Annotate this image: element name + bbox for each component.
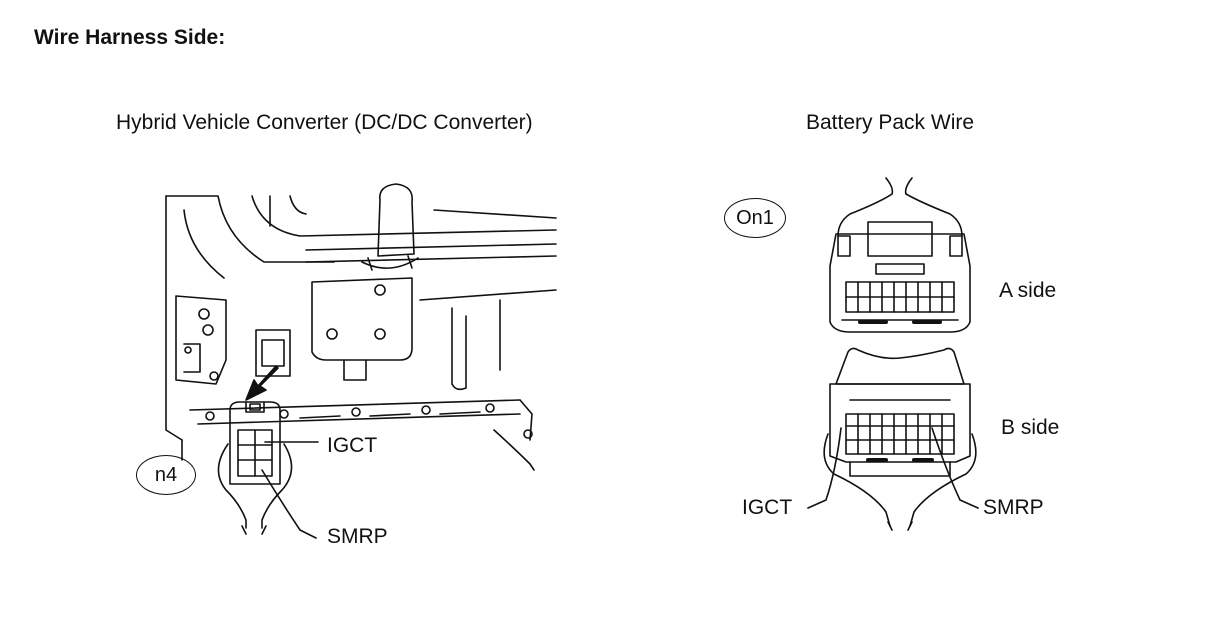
connector-code-n4-label: n4 — [154, 463, 178, 486]
b-side-connector-drawing — [823, 347, 977, 531]
smrp-terminal-label-left: SMRP — [327, 525, 388, 548]
n4-connector-drawing — [217, 401, 293, 535]
connector-code-on1: On1 — [724, 198, 786, 238]
a-side-connector-drawing — [829, 177, 971, 333]
b-side-label: B side — [1001, 416, 1060, 439]
converter-title: Hybrid Vehicle Converter (DC/DC Converte… — [116, 111, 533, 134]
connector-code-n4: n4 — [136, 455, 196, 495]
battery-pack-title: Battery Pack Wire — [806, 111, 975, 134]
page-heading: Wire Harness Side: — [34, 26, 226, 49]
a-side-label: A side — [999, 279, 1057, 302]
igct-terminal-label-right: IGCT — [742, 496, 793, 519]
igct-terminal-label-left: IGCT — [327, 434, 378, 457]
connector-code-on1-label: On1 — [736, 206, 774, 229]
smrp-terminal-label-right: SMRP — [983, 496, 1044, 519]
insertion-arrow — [245, 365, 279, 401]
converter-housing-drawing — [165, 183, 557, 471]
